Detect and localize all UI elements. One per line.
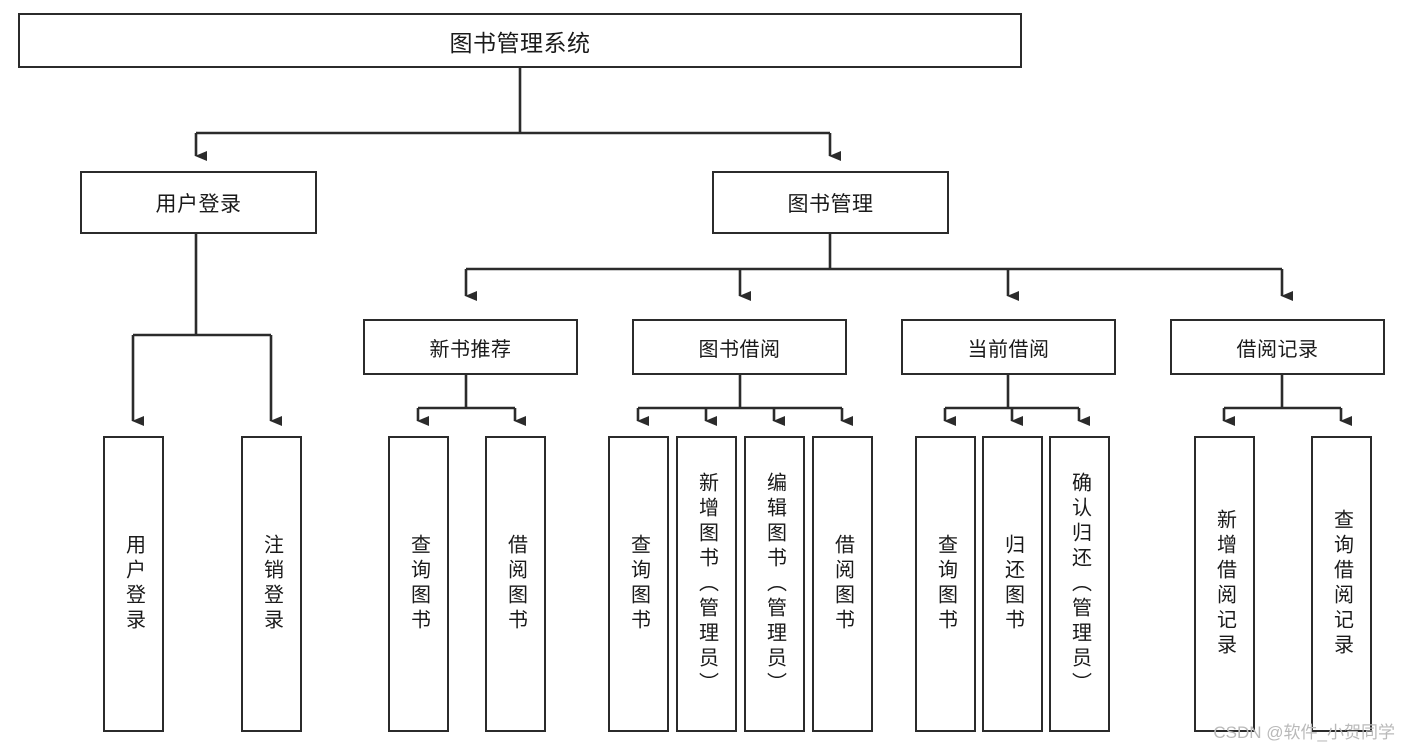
leaf-label: 借阅图书 bbox=[831, 534, 854, 634]
leaf-label: 查询图书 bbox=[627, 534, 650, 634]
leaf-current-borrow-confirm-return[interactable]: 确认归还（管理员） bbox=[1049, 436, 1110, 732]
node-book-borrow-label: 图书借阅 bbox=[698, 338, 781, 361]
leaf-label: 新增借阅记录 bbox=[1213, 509, 1236, 659]
leaf-book-borrow-add[interactable]: 新增图书（管理员） bbox=[676, 436, 737, 732]
node-book-borrow[interactable]: 图书借阅 bbox=[632, 319, 847, 375]
leaf-label: 归还图书 bbox=[1001, 534, 1024, 634]
node-user-login[interactable]: 用户登录 bbox=[80, 171, 317, 234]
leaf-new-book-borrow[interactable]: 借阅图书 bbox=[485, 436, 546, 732]
leaf-borrow-record-query[interactable]: 查询借阅记录 bbox=[1311, 436, 1372, 732]
node-book-management[interactable]: 图书管理 bbox=[712, 171, 949, 234]
node-user-login-label: 用户登录 bbox=[155, 192, 242, 216]
node-new-book-recommend-label: 新书推荐 bbox=[429, 338, 512, 361]
node-borrow-record[interactable]: 借阅记录 bbox=[1170, 319, 1385, 375]
leaf-label: 用户登录 bbox=[122, 534, 145, 634]
node-root-label: 图书管理系统 bbox=[449, 29, 591, 56]
leaf-label: 查询图书 bbox=[407, 534, 430, 634]
leaf-user-login-login[interactable]: 用户登录 bbox=[103, 436, 164, 732]
leaf-label: 注销登录 bbox=[260, 534, 283, 634]
node-root[interactable]: 图书管理系统 bbox=[18, 13, 1022, 68]
node-new-book-recommend[interactable]: 新书推荐 bbox=[363, 319, 578, 375]
leaf-label: 确认归还（管理员） bbox=[1068, 471, 1091, 697]
leaf-label: 查询借阅记录 bbox=[1330, 509, 1353, 659]
leaf-label: 编辑图书（管理员） bbox=[763, 471, 786, 697]
leaf-label: 新增图书（管理员） bbox=[695, 471, 718, 697]
leaf-user-login-logout[interactable]: 注销登录 bbox=[241, 436, 302, 732]
leaf-label: 查询图书 bbox=[934, 534, 957, 634]
leaf-label: 借阅图书 bbox=[504, 534, 527, 634]
node-borrow-record-label: 借阅记录 bbox=[1236, 338, 1319, 361]
leaf-new-book-query[interactable]: 查询图书 bbox=[388, 436, 449, 732]
leaf-book-borrow-query[interactable]: 查询图书 bbox=[608, 436, 669, 732]
node-current-borrow-label: 当前借阅 bbox=[967, 338, 1050, 361]
node-book-management-label: 图书管理 bbox=[787, 192, 874, 216]
leaf-current-borrow-query[interactable]: 查询图书 bbox=[915, 436, 976, 732]
leaf-book-borrow-borrow[interactable]: 借阅图书 bbox=[812, 436, 873, 732]
node-current-borrow[interactable]: 当前借阅 bbox=[901, 319, 1116, 375]
leaf-borrow-record-add[interactable]: 新增借阅记录 bbox=[1194, 436, 1255, 732]
leaf-current-borrow-return[interactable]: 归还图书 bbox=[982, 436, 1043, 732]
leaf-book-borrow-edit[interactable]: 编辑图书（管理员） bbox=[744, 436, 805, 732]
